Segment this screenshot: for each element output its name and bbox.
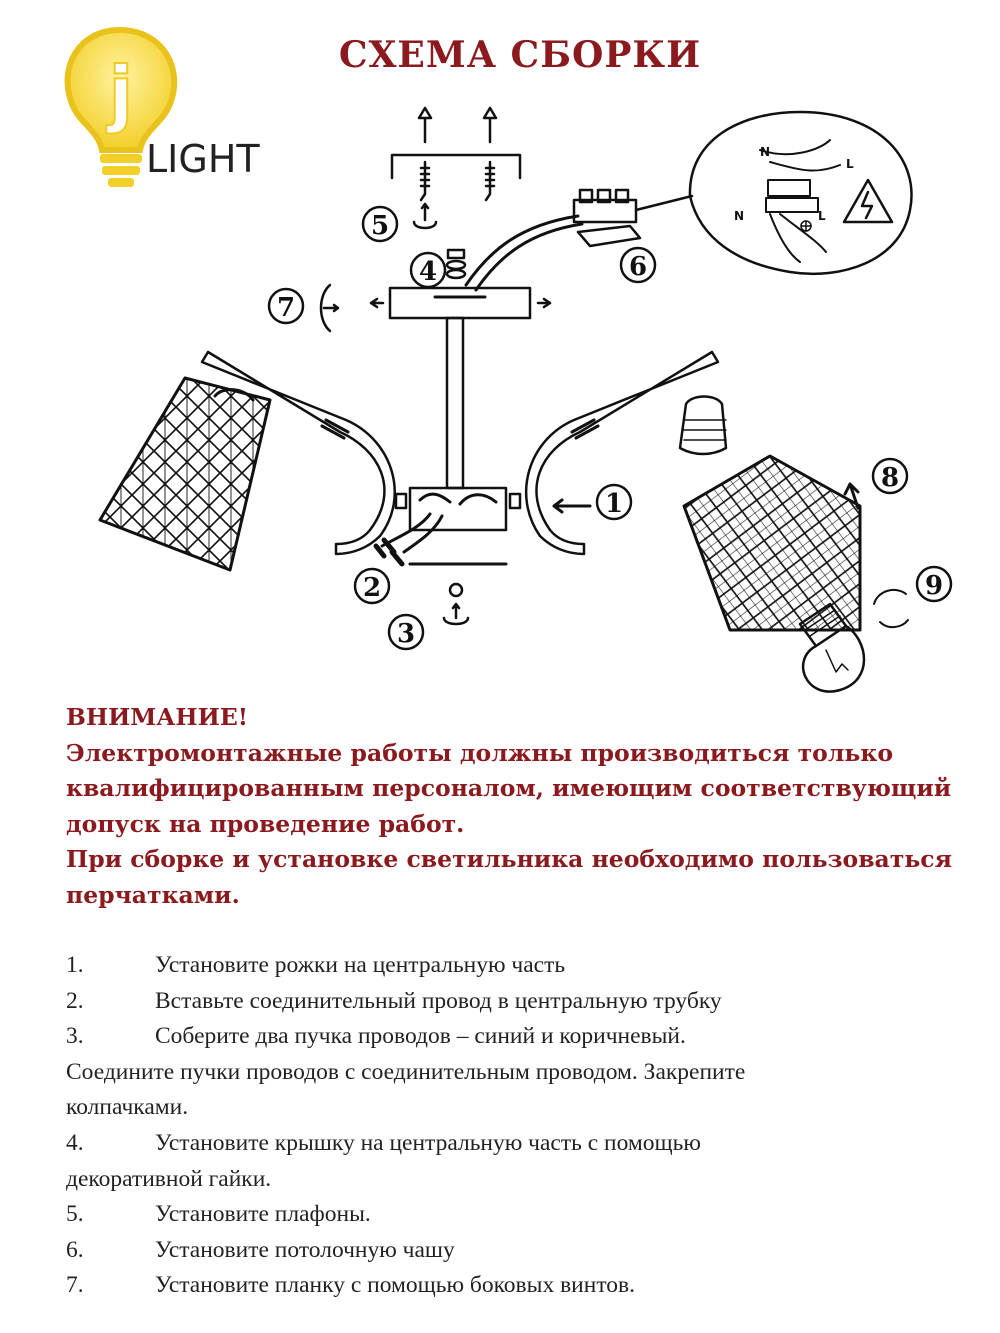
left-arm (200, 350, 396, 556)
step-item: 3. Соберите два пучка проводов – синий и … (66, 1019, 966, 1055)
assembly-diagram: N L N L (98, 106, 953, 693)
mounting-bar (319, 283, 552, 333)
step-number: 4. (66, 1129, 84, 1156)
warning-line: квалифицированным персоналом, имеющим со… (66, 774, 952, 802)
step-item: 5. Установите плафоны. (66, 1197, 966, 1233)
high-voltage-warning-icon (842, 178, 894, 224)
callout-6: 6 (629, 252, 647, 282)
callout-8: 8 (881, 463, 899, 493)
page-title: СХЕМА СБОРКИ (338, 34, 702, 76)
warning-line: При сборке и установке светильника необх… (66, 845, 952, 873)
warning-line: Электромонтажные работы должны производи… (66, 738, 894, 767)
step-number: 7. (66, 1272, 84, 1299)
step-item: 6. Установите потолочную чашу (66, 1233, 966, 1269)
assembly-steps: 1.Установите рожки на центральную часть … (66, 948, 966, 1304)
callout-4: 4 (419, 257, 437, 287)
wire-label-n-top: N (760, 145, 770, 159)
right-lamp-shade (682, 454, 862, 632)
left-lamp-shade (98, 376, 272, 572)
step-continuation: колпачками. (66, 1090, 966, 1126)
step-text: Вставьте соединительный провод в централ… (155, 987, 722, 1014)
step-text: Соедините пучки проводов с соединительны… (66, 1058, 746, 1085)
callout-2: 2 (363, 573, 381, 603)
step-text: Установите потолочную чашу (155, 1236, 455, 1263)
warning-line: перчатками. (66, 880, 240, 909)
callout-3-marker (387, 613, 425, 651)
callout-7: 7 (277, 293, 295, 323)
decorative-nut (445, 248, 467, 280)
callout-7-marker (267, 287, 305, 325)
callout-9-marker (915, 565, 953, 603)
callout-3: 3 (397, 619, 415, 649)
step-text: Установите плафоны. (155, 1201, 371, 1228)
warning-heading: ВНИМАНИЕ! (66, 703, 249, 731)
step-text: Установите крышку на центральную часть с… (155, 1129, 701, 1156)
brand-logo: j LIGHT (64, 26, 260, 187)
step-number: 5. (66, 1201, 84, 1228)
wire-label-l-top: L (846, 157, 854, 171)
step-text: Соберите два пучка проводов – синий и ко… (155, 1023, 686, 1050)
callout-1: 1 (605, 489, 623, 519)
step-number: 1. (66, 952, 84, 978)
step-text: декоративной гайки. (66, 1165, 272, 1192)
light-bulb-logo-icon: j (64, 26, 178, 187)
step-text: Установите рожки на центральную часть (155, 952, 566, 978)
callout-5: 5 (371, 211, 389, 241)
lamp-socket (678, 395, 728, 456)
rotate-arrow-icon (412, 220, 438, 230)
warning-line: допуск на проведение работ. (66, 809, 465, 838)
callout-8-marker (871, 457, 909, 495)
ceiling-screws (390, 106, 522, 230)
step-number: 6. (66, 1236, 84, 1263)
callout-2-marker (353, 567, 391, 605)
step-number: 3. (66, 1023, 84, 1050)
step-continuation: Соедините пучки проводов с соединительны… (66, 1055, 966, 1091)
warning-block: ВНИМАНИЕ! Электромонтажные работы должны… (66, 700, 966, 913)
light-bulb-icon (798, 602, 866, 693)
step-item: 7. Установите планку с помощью боковых ви… (66, 1268, 966, 1304)
step-continuation: декоративной гайки. (66, 1162, 966, 1198)
step-item: 1. Установите рожки на центральную часть (66, 948, 966, 984)
wiring-detail-bubble: N L N L (688, 110, 913, 276)
step-text: колпачками. (66, 1094, 189, 1121)
step-item: 2. Вставьте соединительный провод в центр… (66, 984, 966, 1020)
step-number: 2. (66, 987, 84, 1014)
terminal-block (572, 188, 694, 248)
logo-mark-letter: j (106, 51, 134, 135)
central-body (373, 486, 522, 567)
callout-9: 9 (925, 571, 943, 601)
step-item: 4. Установите крышку на центральную часть… (66, 1126, 966, 1162)
ground-icon (800, 220, 812, 232)
callout-markers: 1 2 3 4 5 6 7 8 9 (267, 205, 953, 651)
callout-5-marker (361, 205, 399, 243)
step-text: Установите планку с помощью боковых винт… (155, 1272, 635, 1299)
logo-text: LIGHT (146, 137, 260, 181)
wire-label-n-bottom: N (734, 209, 744, 223)
right-arm (524, 350, 720, 556)
center-stem (445, 316, 465, 490)
callout-6-marker (619, 246, 657, 284)
wire-label-l-bottom: L (818, 209, 826, 223)
callout-1-marker (595, 483, 633, 521)
callout-4-marker (409, 251, 447, 289)
